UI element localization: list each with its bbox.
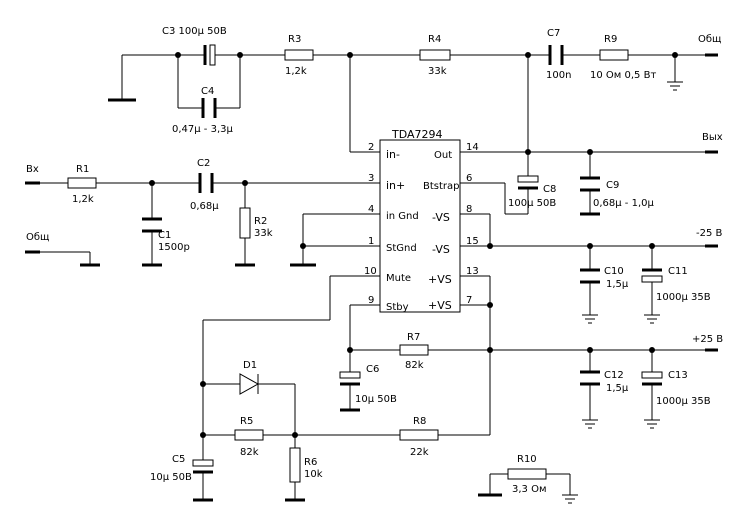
r9-name: R9 [604, 34, 617, 45]
c11-name: C11 [668, 266, 688, 277]
r6-value: 10k [304, 469, 323, 480]
mute-standby-network [192, 276, 490, 502]
r8-value: 22k [410, 447, 429, 458]
ic-pin-10-num: 10 [364, 266, 377, 277]
ic-pin-6-num: 6 [466, 173, 472, 184]
ic-pin-4-label: in Gnd [386, 211, 419, 222]
ic-pin-2-label: in- [386, 148, 400, 161]
ic-name: TDA7294 [391, 128, 443, 141]
c8-name: C8 [543, 184, 556, 195]
r8-name: R8 [413, 416, 426, 427]
negative-supply [487, 214, 718, 324]
ic-pin-1-num: 1 [368, 236, 374, 247]
r1-value: 1,2k [72, 194, 94, 205]
c8-value: 100µ 50B [508, 198, 556, 209]
c1-value: 1500p [158, 242, 190, 253]
neg-supply-label: -25 В [696, 228, 723, 239]
c13-value: 1000µ 35B [656, 396, 711, 407]
ic-pin-15-num: 15 [466, 236, 479, 247]
c2-name: C2 [197, 158, 210, 169]
ground-terminal-right-label: Общ [698, 34, 721, 45]
c9-value: 0,68µ - 1,0µ [593, 198, 654, 209]
positive-supply [350, 276, 718, 435]
c6-name: C6 [366, 364, 379, 375]
ic-pin-14-label: Out [434, 150, 452, 161]
r3-name: R3 [288, 34, 301, 45]
ic-pin-6-label: Btstrap [423, 181, 460, 192]
r1-name: R1 [76, 164, 89, 175]
r5-value: 82k [240, 447, 259, 458]
c9-name: C9 [606, 180, 619, 191]
c2-value: 0,68µ [190, 201, 219, 212]
c4-name: C4 [201, 86, 214, 97]
ic-pin-9-num: 9 [368, 295, 374, 306]
c13-name: C13 [668, 370, 688, 381]
r10-value: 3,3 Ом [512, 484, 547, 495]
ic-pin-13-num: 13 [466, 266, 479, 277]
c5-name: C5 [172, 454, 185, 465]
top-feedback-network [108, 44, 718, 118]
output-network [504, 149, 600, 216]
r5-name: R5 [240, 416, 253, 427]
ic-pin-2-num: 2 [368, 142, 374, 153]
c11-value: 1000µ 35B [656, 292, 711, 303]
c12-value: 1,5µ [606, 383, 629, 394]
ic-pin-1-label: StGnd [386, 243, 417, 254]
terminal-labels: Вх Общ Общ Вых -25 В +25 В [26, 34, 723, 345]
ic-pin-4-num: 4 [368, 204, 374, 215]
ic-pin-14-num: 14 [466, 142, 479, 153]
r9-value: 10 Ом 0,5 Вт [590, 70, 656, 81]
ic-pin-13-label: +VS [428, 273, 452, 286]
r2-name: R2 [254, 216, 267, 227]
c12-name: C12 [604, 370, 624, 381]
ic-pin-15-label: -VS [432, 243, 450, 256]
c10-value: 1,5µ [606, 279, 629, 290]
input-network [25, 173, 316, 267]
r4-name: R4 [428, 34, 441, 45]
r10-name: R10 [517, 454, 537, 465]
r7-value: 82k [405, 360, 424, 371]
r7-name: R7 [407, 332, 420, 343]
c5-value: 10µ 50B [150, 472, 192, 483]
component-labels: C3 100µ 50B C4 0,47µ - 3,3µ R3 1,2k R4 3… [72, 26, 711, 495]
ic-pin-3-num: 3 [368, 173, 374, 184]
ic-pin-10-label: Mute [386, 273, 411, 284]
c10-name: C10 [604, 266, 624, 277]
output-terminal-label: Вых [702, 132, 723, 143]
c4-value: 0,47µ - 3,3µ [172, 124, 233, 135]
ic-pin-8-label: -VS [432, 211, 450, 224]
ic-pin-9-label: Stby [386, 302, 409, 313]
ic-pin-3-label: in+ [386, 179, 405, 192]
input-terminal-label: Вх [26, 164, 39, 175]
c7-name: C7 [547, 28, 560, 39]
r6-name: R6 [304, 457, 317, 468]
ground-terminal-left-label: Общ [26, 232, 49, 243]
pos-supply-label: +25 В [692, 334, 723, 345]
r3-value: 1,2k [285, 66, 307, 77]
r4-value: 33k [428, 66, 447, 77]
c1-name: C1 [158, 230, 171, 241]
c3-label: C3 100µ 50B [162, 26, 227, 37]
d1-name: D1 [243, 360, 257, 371]
ic-pin-8-num: 8 [466, 204, 472, 215]
ic-pin-7-label: +VS [428, 299, 452, 312]
ic-tda7294: TDA7294 2 in- 3 in+ 4 in Gnd 1 StGnd 10 … [245, 128, 718, 313]
r10-network [478, 468, 578, 504]
r2-value: 33k [254, 228, 273, 239]
c7-value: 100n [546, 70, 571, 81]
c6-value: 10µ 50B [355, 394, 397, 405]
ic-pin-7-num: 7 [466, 295, 472, 306]
